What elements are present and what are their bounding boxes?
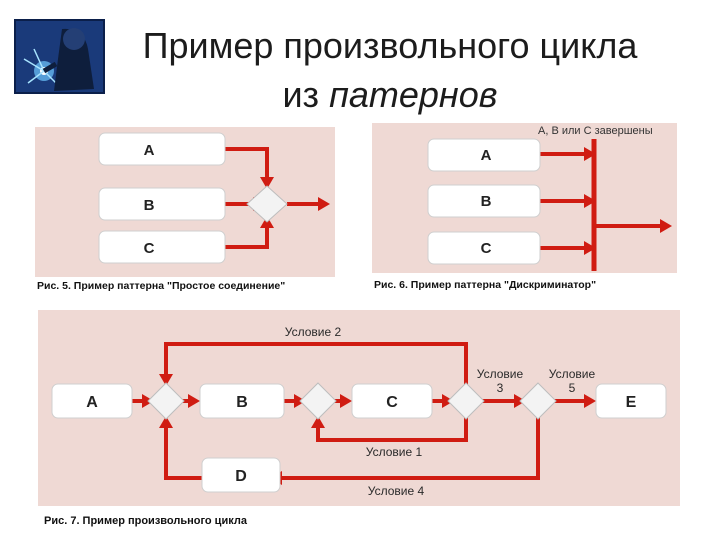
loop-condition-1 bbox=[316, 416, 468, 442]
figure-5-simple-merge: A B C Рис. 5. Пример паттерна "Простое с… bbox=[35, 127, 335, 297]
loop-condition-2 bbox=[164, 342, 468, 386]
arrow-head bbox=[311, 416, 325, 428]
box-e bbox=[595, 383, 667, 419]
flow-line bbox=[164, 426, 202, 480]
box-a-label: A bbox=[86, 394, 98, 411]
loop-condition-4 bbox=[280, 416, 540, 480]
box-c-label: C bbox=[386, 394, 398, 411]
arrow-head bbox=[340, 394, 352, 408]
gateway-diamond bbox=[519, 382, 557, 420]
arrow-head bbox=[584, 147, 596, 161]
box-d bbox=[201, 457, 281, 493]
arrow-head bbox=[260, 177, 274, 189]
figure-6-caption: Рис. 6. Пример паттерна "Дискриминатор" bbox=[374, 279, 596, 291]
box-e-label: E bbox=[626, 394, 637, 411]
discriminator-note: A, B или C завершены bbox=[538, 125, 653, 137]
arrow-head bbox=[584, 241, 596, 255]
gateway-diamond bbox=[299, 382, 337, 420]
arrow-head bbox=[584, 194, 596, 208]
arrow-head bbox=[188, 394, 200, 408]
box-b-label: B bbox=[144, 197, 155, 214]
flow-line bbox=[225, 147, 269, 179]
box-c bbox=[351, 383, 433, 419]
box-a bbox=[98, 132, 226, 166]
condition-4-label: Условие 4 bbox=[368, 484, 425, 498]
arrow-head bbox=[318, 197, 330, 211]
box-c bbox=[98, 230, 226, 264]
box-b-label: B bbox=[236, 394, 248, 411]
gateway-diamond bbox=[447, 382, 485, 420]
slide-subtitle: из патернов bbox=[282, 74, 498, 115]
figure-7-arbitrary-cycle: A B C D E Условие 2 Условие 1 Условие 4 … bbox=[38, 310, 680, 532]
box-c-label: C bbox=[144, 240, 155, 257]
arrow-head bbox=[584, 394, 596, 408]
merge-diamond bbox=[246, 185, 288, 223]
box-b bbox=[427, 184, 541, 218]
arrow-head bbox=[660, 219, 672, 233]
box-a bbox=[51, 383, 133, 419]
flow-line bbox=[225, 226, 269, 249]
figure-7-caption: Рис. 7. Пример произвольного цикла bbox=[44, 515, 248, 527]
box-b bbox=[199, 383, 285, 419]
box-a bbox=[427, 138, 541, 172]
box-a-label: A bbox=[481, 147, 492, 164]
condition-5-number: 5 bbox=[569, 381, 576, 395]
box-a-label: A bbox=[144, 142, 155, 159]
box-c bbox=[427, 231, 541, 265]
gateway-diamond bbox=[147, 382, 185, 420]
arrow-head bbox=[159, 416, 173, 428]
condition-3-label: Условие bbox=[477, 367, 524, 381]
slide-title: Пример произвольного цикла bbox=[142, 25, 638, 66]
figure-5-caption: Рис. 5. Пример паттерна "Простое соедине… bbox=[37, 280, 285, 292]
figure-6-discriminator: A, B или C завершены A B C Рис. 6. Приме… bbox=[372, 123, 677, 297]
condition-5-label: Условие bbox=[549, 367, 596, 381]
box-c-label: C bbox=[481, 240, 492, 257]
box-b bbox=[98, 187, 226, 221]
condition-2-label: Условие 2 bbox=[285, 325, 342, 339]
box-b-label: B bbox=[481, 193, 492, 210]
arrow-head bbox=[159, 374, 173, 386]
welder-logo bbox=[14, 19, 105, 94]
condition-1-label: Условие 1 bbox=[366, 445, 423, 459]
condition-3-number: 3 bbox=[497, 381, 504, 395]
box-d-label: D bbox=[235, 468, 247, 485]
